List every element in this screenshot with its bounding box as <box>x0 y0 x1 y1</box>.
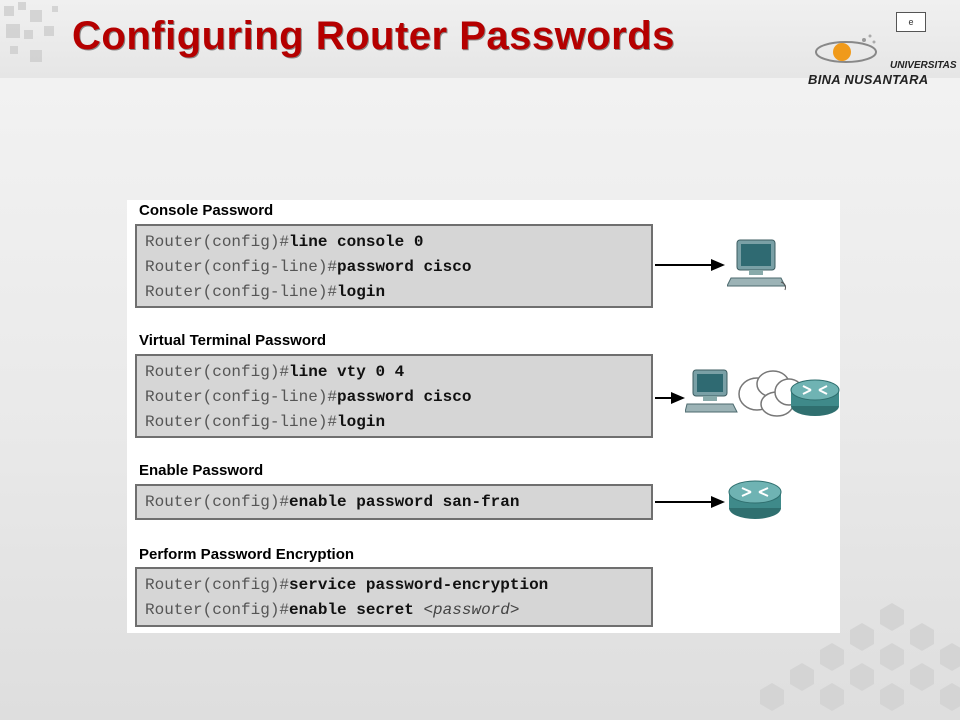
vty-router-icon <box>790 379 840 416</box>
computer-icon <box>727 239 786 291</box>
code-line: Router(config)#service password-encrypti… <box>145 576 549 594</box>
code-line: Router(config-line)#login <box>145 283 386 301</box>
code-line: Router(config)#line console 0 <box>145 233 424 251</box>
logo-text-universitas: UNIVERSITAS <box>890 60 957 71</box>
decorative-squares <box>0 0 70 80</box>
code-box-encryption: Router(config)#service password-encrypti… <box>135 567 653 627</box>
logo-badge: e <box>896 12 926 32</box>
remote-computer-icon <box>685 369 738 413</box>
slide-title: Configuring Router Passwords <box>72 14 675 58</box>
section-title-encryption: Perform Password Encryption <box>139 546 355 563</box>
code-line: Router(config)#enable password san-fran <box>145 493 520 511</box>
arrow-console <box>655 259 725 271</box>
section-title-vty: Virtual Terminal Password <box>139 332 327 349</box>
code-box-enable: Router(config)#enable password san-fran <box>135 484 653 520</box>
decorative-hexagons <box>760 603 960 711</box>
section-title-enable: Enable Password <box>139 462 264 479</box>
code-box-vty: Router(config)#line vty 0 4 Router(confi… <box>135 354 653 438</box>
logo-text-bina-nusantara: BINA NUSANTARA <box>808 72 929 87</box>
code-box-console: Router(config)#line console 0 Router(con… <box>135 224 653 308</box>
section-title-console: Console Password <box>139 202 274 219</box>
logo-swoosh-icon <box>815 34 877 63</box>
code-line: Router(config-line)#password cisco <box>145 258 472 276</box>
arrow-vty <box>655 392 685 404</box>
code-line: Router(config-line)#password cisco <box>145 388 472 406</box>
remote-network-icon <box>685 369 840 417</box>
password-config-figure: Console Password Router(config)#line con… <box>127 200 840 633</box>
code-line: Router(config)#enable secret <password> <box>145 601 520 619</box>
university-logo: e UNIVERSITAS BINA NUSANTARA <box>808 12 957 92</box>
header-bar <box>0 0 960 78</box>
code-line: Router(config-line)#login <box>145 413 386 431</box>
code-line: Router(config)#line vty 0 4 <box>145 363 405 381</box>
router-icon <box>728 480 782 519</box>
arrow-enable <box>655 496 725 508</box>
